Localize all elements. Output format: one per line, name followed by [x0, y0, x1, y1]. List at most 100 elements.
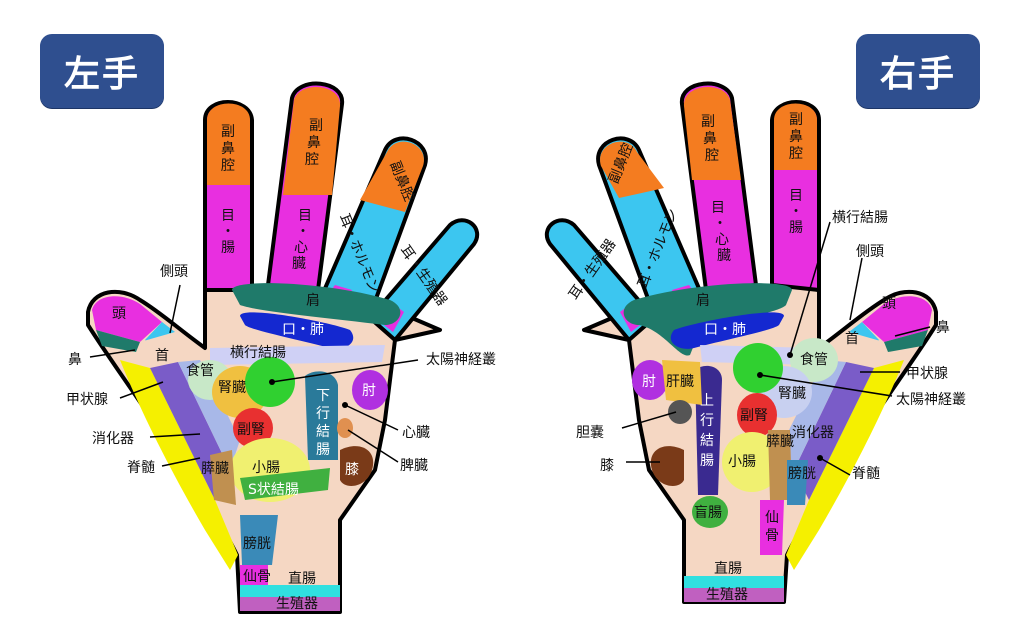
left-index-c0: 副	[221, 124, 235, 140]
right-solar-dot	[757, 372, 763, 378]
left-hand-badge: 左手	[40, 34, 164, 108]
right-shoulder-zone	[623, 283, 792, 356]
left-heart-dot	[342, 402, 348, 408]
right-esophagus-zone	[790, 338, 838, 382]
left-nose-callout: 鼻	[68, 351, 82, 368]
left-solar-dot	[269, 379, 275, 385]
right-middle-c1: 鼻	[703, 130, 717, 147]
left-index-c4: ・	[221, 224, 235, 240]
left-digestive-line	[149, 433, 201, 438]
right-spine-callout: 脊髄	[852, 466, 880, 482]
left-heart-line	[344, 404, 399, 431]
right-esophagus-label: 食管	[800, 351, 828, 368]
right-rectum-label: 直腸	[714, 560, 742, 577]
left-elbow-zone	[352, 370, 388, 410]
right-mouth-lung-zone	[670, 312, 784, 349]
right-pancreas-zone	[768, 430, 792, 500]
right-pancreas-label: 膵臓	[766, 434, 794, 450]
left-head-zone	[92, 296, 162, 342]
left-index-c5: 腸	[221, 240, 235, 256]
left-callouts: 側頭 鼻 甲状腺 消化器 脊髄 横行結腸 太陽神経叢 心臓 脾臓	[66, 264, 496, 476]
left-knee-zone	[340, 446, 374, 486]
left-kidney-label: 腎臓	[218, 380, 246, 396]
left-adrenal-label: 副腎	[237, 422, 265, 438]
right-cecum-label: 盲腸	[694, 504, 722, 521]
right-cecum-zone	[692, 496, 728, 528]
right-spine-line	[819, 457, 851, 476]
right-hand-badge: 右手	[856, 34, 980, 108]
right-middle-c0: 副	[701, 114, 715, 130]
right-liver-zone	[662, 360, 702, 405]
right-ascending-colon-zone	[695, 365, 722, 495]
left-spine-zone	[120, 360, 238, 570]
left-spine-callout: 脊髄	[127, 460, 155, 476]
left-nose-zone	[96, 330, 140, 352]
right-nose-zone	[884, 330, 928, 352]
right-genitals-label: 生殖器	[706, 586, 748, 603]
right-gallbladder-line	[621, 411, 677, 429]
left-shoulder-zone	[232, 283, 401, 325]
right-index-sinus	[774, 103, 817, 170]
left-middle-sinus	[283, 87, 341, 195]
right-genitals-zone	[684, 588, 784, 602]
right-transverse-dot	[787, 352, 793, 358]
right-middle-c6: 臓	[717, 248, 731, 264]
right-middle-sinus	[683, 87, 741, 180]
left-bladder-zone	[240, 515, 278, 565]
left-hand	[86, 81, 480, 614]
left-ring-sinus	[360, 141, 424, 212]
right-nose-line	[894, 326, 931, 337]
right-hand	[544, 81, 938, 604]
right-spine-zone	[786, 360, 904, 570]
right-transverse-line	[789, 221, 831, 356]
right-small-intestine-zone	[722, 432, 782, 492]
left-rectum-zone	[240, 585, 340, 597]
left-temple-line	[169, 284, 181, 334]
left-transverse-colon-callout: 横行結腸	[230, 345, 286, 361]
right-solar-line	[759, 374, 893, 397]
left-neck-zone	[140, 332, 195, 368]
left-thyroid-line	[119, 381, 164, 399]
right-middle-c3: 目	[711, 200, 725, 216]
right-transverse-colon-callout: 横行結腸	[832, 210, 888, 226]
right-elbow-label: 肘	[642, 374, 656, 390]
left-index-c2: 腔	[221, 158, 235, 174]
right-ascending-c0: 上	[700, 393, 714, 409]
right-elbow-zone	[632, 360, 668, 400]
right-spine-dot	[817, 455, 823, 461]
left-small-intestine-label: 小腸	[252, 460, 280, 476]
left-knee-label: 膝	[345, 462, 359, 478]
right-head-label: 頭	[882, 296, 896, 312]
right-index-c3: 目	[789, 188, 803, 204]
right-adrenal-zone	[737, 393, 777, 437]
right-mouth-lung-label: 口・肺	[704, 322, 746, 338]
left-solar-plexus-callout: 太陽神経叢	[426, 352, 496, 368]
left-rectum-label: 直腸	[288, 570, 316, 587]
left-sacrum-label: 仙骨	[243, 569, 271, 585]
left-thyroid-zone	[150, 362, 230, 500]
left-zone-labels: 肩 口・肺 頭 首 食管 腎臓 副腎 小腸 膵臓 膀胱 仙骨 直腸 生殖器 肘 …	[112, 293, 376, 612]
left-heart-callout: 心臓	[402, 425, 430, 441]
right-thyroid-callout: 甲状腺	[906, 366, 948, 382]
left-nose-line	[89, 349, 136, 358]
right-sacrum-c1: 骨	[765, 528, 779, 544]
right-liver-label: 肝臓	[666, 374, 694, 390]
left-descending-c0: 下	[316, 388, 330, 404]
left-middle-c3: 目	[298, 208, 312, 224]
left-digestive-callout: 消化器	[92, 431, 134, 447]
right-digestive-callout: 消化器	[792, 425, 834, 441]
right-index-c5: 腸	[789, 220, 803, 236]
right-ascending-c3: 腸	[700, 453, 714, 469]
right-zone-labels: 肩 口・肺 頭 首 食管 腎臓 副腎 小腸 膵臓 膀胱 仙 骨 直腸 生殖器 肘…	[642, 293, 896, 603]
left-transverse-colon-zone	[210, 345, 385, 365]
right-knee-zone	[650, 446, 684, 486]
right-ring-sinus	[600, 141, 664, 198]
right-gallbladder-callout: 胆嚢	[576, 425, 604, 441]
left-genitals-zone	[240, 597, 340, 611]
right-temple-line	[849, 257, 863, 321]
left-descending-colon-zone	[305, 371, 338, 460]
left-index-c1: 鼻	[221, 140, 235, 157]
right-middle-c5: 心	[715, 232, 729, 248]
left-middle-c5: 心	[294, 240, 308, 256]
